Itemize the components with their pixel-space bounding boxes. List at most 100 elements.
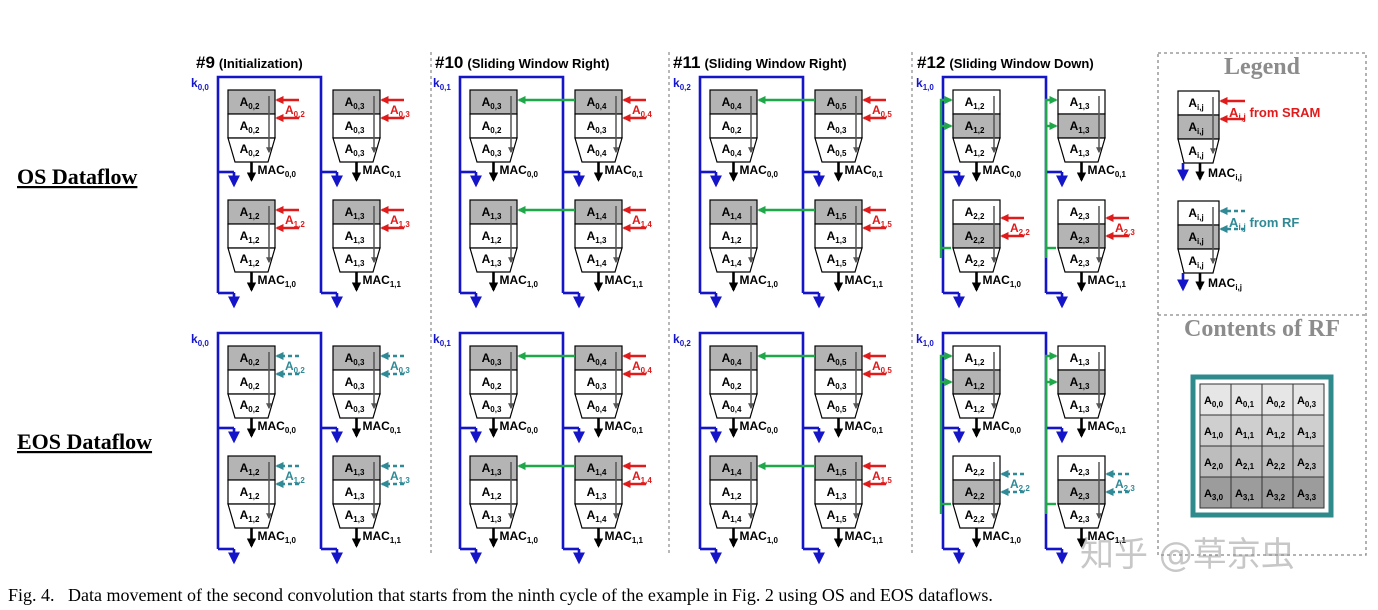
label-main: A: [240, 461, 249, 475]
mac-input-value: A2,3: [1070, 252, 1090, 268]
rf-cell-label: A3,0: [1204, 488, 1224, 502]
pe-mac-unit: [952, 503, 1001, 529]
label-main: A: [285, 469, 294, 483]
label-subscript: 0,2: [248, 405, 260, 414]
label-subscript: 2,1: [1243, 462, 1255, 471]
pe-register: [469, 199, 518, 225]
label-main: MAC: [500, 273, 528, 287]
phase-header-11: #11(Sliding Window Right): [673, 53, 847, 72]
rf-cell: [1261, 414, 1294, 447]
label-subscript: 0,4: [595, 102, 607, 111]
label-main: A: [722, 398, 731, 412]
label-subscript: 1,3: [490, 468, 502, 477]
label-subscript: 1,3: [1078, 126, 1090, 135]
label-main: A: [1070, 229, 1079, 243]
pe-mac-unit: [332, 503, 381, 529]
register-value: A1,2: [482, 485, 502, 501]
register-value: A2,2: [965, 461, 985, 477]
label-subscript: i,j: [1197, 151, 1204, 160]
label-subscript: 1,1: [632, 280, 644, 289]
register-value: A1,3: [587, 229, 607, 245]
register-value: A0,3: [587, 119, 607, 135]
label-main: A: [345, 142, 354, 156]
mac-label: MAC0,1: [845, 163, 884, 179]
label-main: A: [240, 398, 249, 412]
label-main: A: [482, 95, 491, 109]
legend-cell-label: Ai,j: [1188, 144, 1203, 160]
label-main: A: [1070, 142, 1079, 156]
label-subscript: 0,2: [248, 149, 260, 158]
pe-register: [469, 345, 518, 371]
label-subscript: 1,0: [1010, 280, 1022, 289]
label-subscript: 0,3: [353, 382, 365, 391]
register-value: A2,3: [1070, 485, 1090, 501]
register-value: A0,3: [345, 351, 365, 367]
mac-label: MAC1,1: [1088, 529, 1127, 545]
mac-input-value: A0,3: [482, 398, 502, 414]
label-main: A: [587, 229, 596, 243]
legend-cell-label: Ai,j: [1188, 120, 1203, 136]
label-subscript: 0,5: [881, 110, 893, 119]
label-subscript: 0,3: [353, 149, 365, 158]
register-value: A1,4: [722, 205, 742, 221]
label-main: A: [722, 205, 731, 219]
mac-label: MAC1,1: [605, 273, 644, 289]
legend-mac-label: MACi,j: [1208, 166, 1242, 182]
pe-mac-unit: [227, 247, 276, 273]
input-label: A1,4: [632, 469, 652, 485]
register-value: A0,3: [587, 375, 607, 391]
label-main: A: [827, 229, 836, 243]
label-subscript: 0,0: [767, 426, 779, 435]
label-subscript: 0,2: [294, 110, 306, 119]
input-label: A0,4: [632, 103, 652, 119]
rf-cell-label: A1,2: [1266, 426, 1286, 440]
label-subscript: 1,1: [390, 280, 402, 289]
pe-register: [814, 369, 863, 395]
mac-input-value: A0,3: [482, 142, 502, 158]
label-subscript: 0,2: [294, 366, 306, 375]
mac-input-value: A0,2: [240, 398, 260, 414]
register-value: A1,5: [827, 205, 847, 221]
register-value: A0,4: [587, 351, 607, 367]
pe-mac-unit: [1057, 503, 1106, 529]
label-subscript: 1,0: [1010, 536, 1022, 545]
pe-register: [574, 345, 623, 371]
label-main: A: [1229, 215, 1239, 230]
label-main: A: [632, 103, 641, 117]
label-main: A: [965, 461, 974, 475]
label-subscript: 1,1: [1243, 431, 1255, 440]
pe-register: [814, 89, 863, 115]
label-main: A: [965, 95, 974, 109]
rf-cell-label: A1,3: [1297, 426, 1317, 440]
legend-mac-label: MACi,j: [1208, 276, 1242, 292]
label-main: MAC: [1088, 419, 1116, 433]
register-value: A1,4: [587, 461, 607, 477]
label-subscript: 1,1: [872, 280, 884, 289]
pe-register: [1057, 89, 1106, 115]
label-main: A: [240, 205, 249, 219]
label-main: A: [1070, 119, 1079, 133]
label-subscript: 0,3: [353, 102, 365, 111]
label-main: A: [1188, 96, 1197, 110]
label-main: k: [673, 76, 680, 90]
mac-input-value: A2,2: [965, 252, 985, 268]
label-main: A: [1070, 205, 1079, 219]
label-main: A: [482, 119, 491, 133]
label-main: A: [827, 142, 836, 156]
register-value: A0,3: [345, 375, 365, 391]
rf-cell-label: A2,0: [1204, 457, 1224, 471]
label-main: A: [1235, 457, 1243, 469]
label-subscript: 0,3: [595, 126, 607, 135]
pe-register: [469, 223, 518, 249]
mac-input-value: A1,4: [587, 252, 607, 268]
label-subscript: 2,2: [1019, 228, 1031, 237]
label-subscript: 0,1: [440, 339, 452, 348]
label-subscript: 0,3: [835, 382, 847, 391]
label-subscript: 1,5: [835, 259, 847, 268]
